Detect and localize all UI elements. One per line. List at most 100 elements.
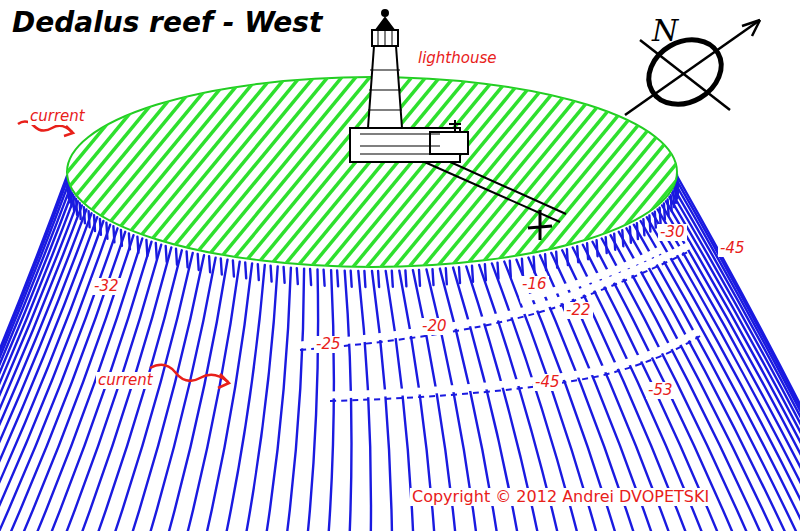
hatch-line bbox=[68, 60, 258, 290]
hatch-line bbox=[166, 60, 356, 290]
hatch-line bbox=[376, 60, 566, 290]
rim-tick bbox=[587, 243, 588, 259]
rim-tick bbox=[606, 237, 607, 253]
compass-north: N bbox=[652, 14, 678, 47]
rim-tick bbox=[545, 254, 546, 270]
hatch-line bbox=[768, 60, 800, 290]
hatch-line bbox=[418, 60, 608, 290]
rim-tick bbox=[668, 199, 669, 215]
rim-tick bbox=[209, 256, 210, 272]
rim-tick bbox=[337, 270, 338, 286]
hatch-line bbox=[698, 60, 800, 290]
copyright-note: Copyright © 2012 Andrei DVOPETSKI bbox=[410, 488, 711, 506]
hatch-line bbox=[404, 60, 594, 290]
rim-tick bbox=[364, 271, 365, 287]
hatch-line bbox=[572, 60, 762, 290]
hatch-line bbox=[516, 60, 706, 290]
wall-stroke bbox=[674, 189, 800, 531]
hatch-line bbox=[754, 60, 800, 290]
rim-tick bbox=[534, 257, 535, 273]
landmark-label: lighthouse bbox=[416, 50, 498, 67]
wall-stroke bbox=[372, 271, 392, 531]
rim-tick bbox=[156, 243, 157, 259]
rim-tick bbox=[498, 263, 499, 279]
hatch-line bbox=[782, 60, 800, 290]
hatch-line bbox=[334, 60, 524, 290]
rim-tick bbox=[485, 264, 486, 280]
hatch-line bbox=[712, 60, 800, 290]
rim-tick bbox=[597, 240, 598, 256]
hatch-line bbox=[530, 60, 720, 290]
depth-mark: -16 bbox=[520, 276, 549, 293]
hatch-line bbox=[0, 60, 90, 290]
rim-tick bbox=[649, 216, 650, 232]
hatch-line bbox=[0, 60, 62, 290]
depth-mark: -25 bbox=[314, 336, 343, 353]
rim-tick bbox=[622, 230, 623, 246]
hatch-line bbox=[0, 60, 146, 290]
hatch-line bbox=[110, 60, 300, 290]
hatch-line bbox=[0, 60, 48, 290]
wall-stroke bbox=[0, 217, 97, 531]
rim-tick bbox=[176, 249, 177, 265]
depth-mark: -30 bbox=[658, 224, 687, 241]
current-label: current bbox=[28, 108, 87, 125]
rim-tick bbox=[166, 246, 167, 262]
rim-tick bbox=[245, 262, 246, 278]
rim-tick bbox=[392, 271, 393, 287]
hatch-line bbox=[740, 60, 800, 290]
depth-mark: -45 bbox=[718, 240, 747, 257]
rim-tick bbox=[198, 254, 199, 270]
map-title: Dedalus reef - West bbox=[12, 8, 322, 39]
hatch-line bbox=[432, 60, 622, 290]
depth-mark: -45 bbox=[533, 374, 562, 391]
wall-stroke bbox=[308, 270, 318, 531]
rim-tick bbox=[351, 271, 352, 287]
hatch-line bbox=[474, 60, 664, 290]
hatch-line bbox=[250, 60, 440, 290]
rim-tick bbox=[522, 259, 523, 275]
hatch-line bbox=[306, 60, 496, 290]
wall-stroke bbox=[206, 263, 252, 531]
rim-tick bbox=[671, 195, 672, 211]
wall-stroke bbox=[266, 268, 291, 531]
wall-stroke bbox=[287, 269, 304, 531]
hatch-line bbox=[0, 60, 76, 290]
rim-tick bbox=[433, 269, 434, 285]
rim-tick bbox=[419, 270, 420, 286]
wall-stroke bbox=[676, 185, 800, 531]
hatch-line bbox=[488, 60, 678, 290]
rim-tick bbox=[271, 266, 272, 282]
hatch-line bbox=[138, 60, 328, 290]
rim-tick bbox=[324, 270, 325, 286]
wall-stroke bbox=[132, 255, 204, 531]
rim-tick bbox=[405, 270, 406, 286]
hatch-line bbox=[600, 60, 790, 290]
hatch-line bbox=[194, 60, 384, 290]
rim-tick bbox=[510, 261, 511, 277]
rim-tick bbox=[567, 249, 568, 265]
rim-tick bbox=[472, 266, 473, 282]
hatch-line bbox=[796, 60, 800, 290]
depth-mark: -32 bbox=[92, 278, 121, 295]
rim-tick bbox=[577, 246, 578, 262]
rim-tick bbox=[221, 259, 222, 275]
compass-rose bbox=[625, 20, 760, 117]
hatch-line bbox=[0, 60, 188, 290]
wall-stroke bbox=[150, 258, 216, 531]
wall-stroke bbox=[627, 228, 787, 531]
hatch-line bbox=[124, 60, 314, 290]
hatch-line bbox=[96, 60, 286, 290]
hatch-line bbox=[446, 60, 636, 290]
hatch-line bbox=[54, 60, 244, 290]
wall-stroke bbox=[226, 265, 265, 531]
rim-tick bbox=[630, 227, 631, 243]
hatch-line bbox=[0, 60, 118, 290]
hatch-line bbox=[0, 60, 20, 290]
hatch-line bbox=[152, 60, 342, 290]
hatch-line bbox=[586, 60, 776, 290]
depth-mark: -53 bbox=[646, 382, 675, 399]
hatch-line bbox=[0, 60, 132, 290]
